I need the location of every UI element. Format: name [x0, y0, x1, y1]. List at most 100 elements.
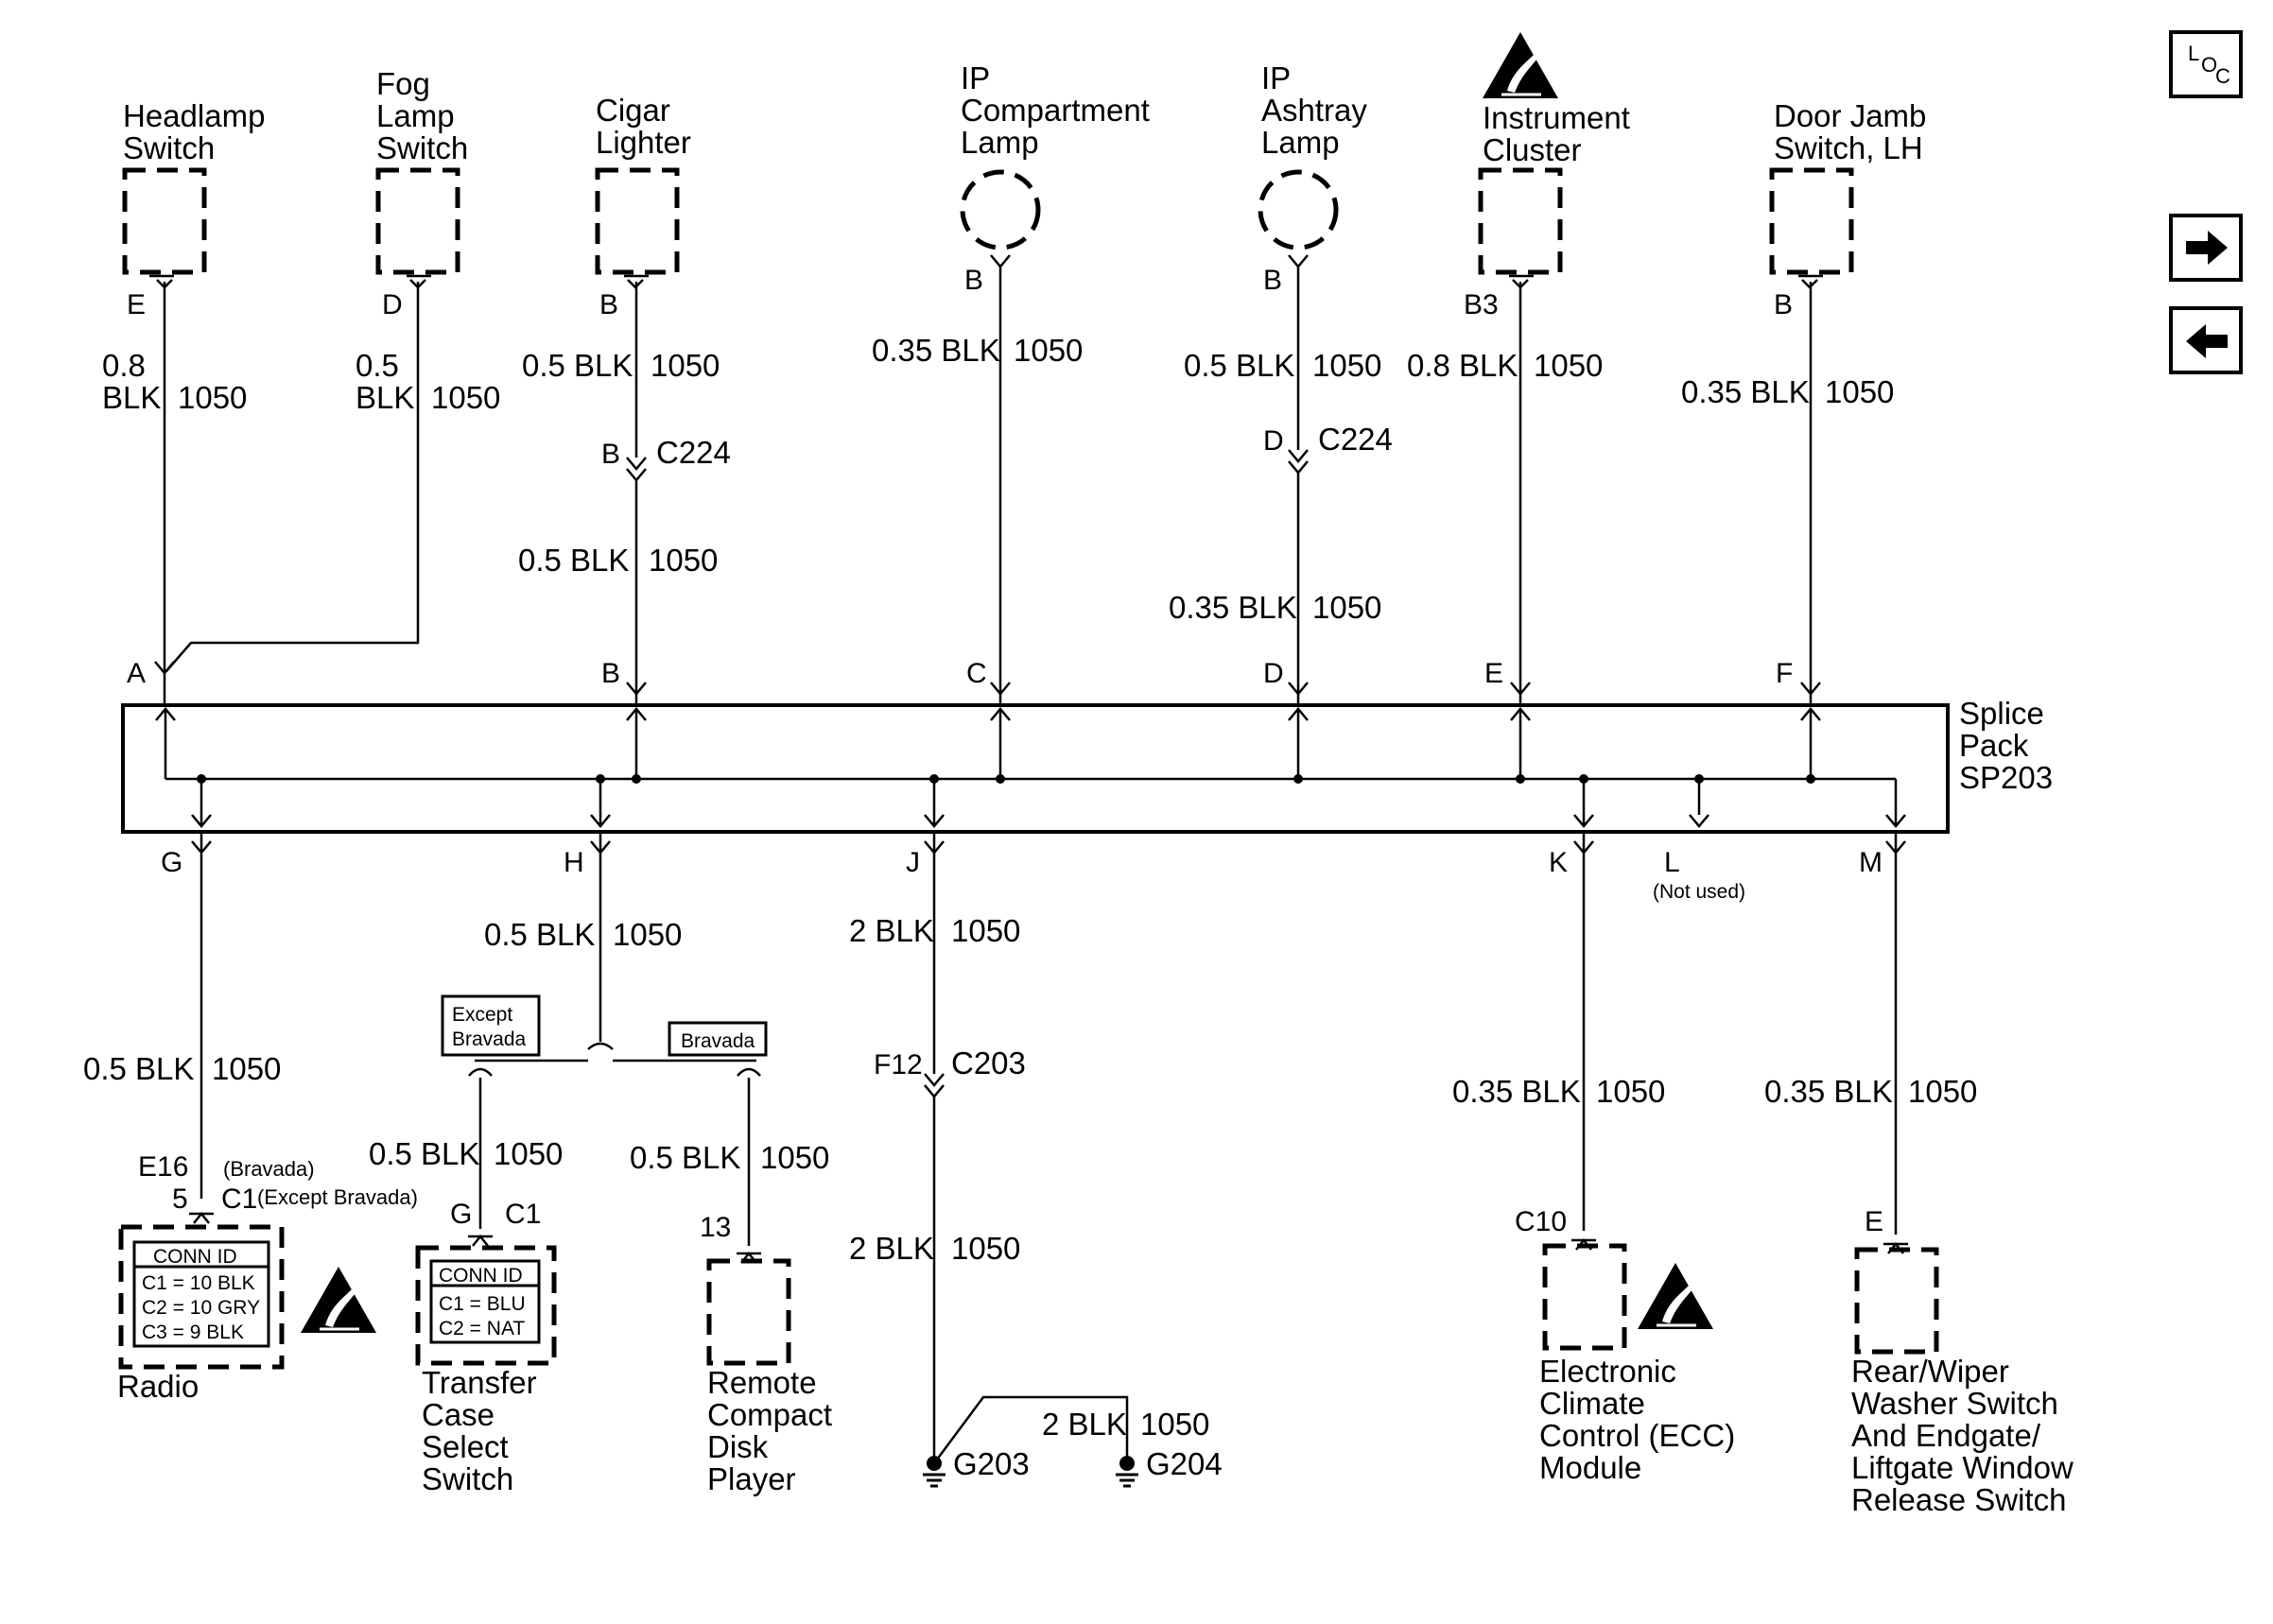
component-name: Compartment [961, 93, 1150, 128]
conn-id-row: C1 = BLU [439, 1293, 526, 1315]
headlamp-switch-component [122, 167, 207, 275]
cigar-lighter-circuit: Cigar Lighter B 0.5 BLK 1050 B C224 0.5 … [518, 93, 731, 705]
wire-spec: 0.35 BLK [1764, 1074, 1893, 1109]
splice-label-2: Pack [1959, 728, 2029, 763]
loc-letter-o: O [2201, 53, 2217, 77]
component-name: Liftgate Window [1851, 1450, 2073, 1485]
instrument-cluster-circuit: Instrument Cluster B3 0.8 BLK 1050 E [1407, 30, 1630, 705]
splice-pin: M [1859, 847, 1883, 878]
ip-compartment-lamp-circuit: IP Compartment Lamp B 0.35 BLK 1050 C [872, 60, 1150, 705]
splice-pin: D [1263, 658, 1284, 689]
connector-id: C203 [951, 1045, 1026, 1080]
terminal-pin: D [382, 289, 403, 320]
component-name: Switch, LH [1774, 130, 1923, 165]
prev-arrow-button[interactable] [2169, 306, 2243, 374]
circuit-number: 1050 [1825, 374, 1894, 409]
splice-pin: C [966, 658, 987, 689]
right-arrow-icon [2186, 231, 2228, 265]
door-jamb-switch-component [1769, 167, 1854, 275]
circuit-number: 1050 [651, 348, 720, 383]
circuit-number: 1050 [178, 380, 247, 415]
circuit-number: 1050 [613, 917, 682, 952]
terminal-note: (Bravada) [223, 1157, 315, 1181]
circuit-number: 1050 [1908, 1074, 1977, 1109]
conn-id-title: CONN ID [153, 1246, 237, 1268]
component-name: Case [422, 1397, 495, 1432]
component-name: Electronic [1539, 1354, 1676, 1389]
component-name: Lamp [961, 125, 1039, 160]
wire-color: BLK [356, 380, 414, 415]
component-name: Switch [422, 1461, 513, 1496]
conn-id-title: CONN ID [439, 1265, 523, 1287]
splice-pin: G [161, 847, 182, 878]
wire-spec: 0.5 BLK [522, 348, 633, 383]
conn-id-row: C3 = 9 BLK [142, 1322, 244, 1343]
component-name: Control (ECC) [1539, 1418, 1735, 1453]
circuit-number: 1050 [951, 913, 1020, 948]
component-name: IP [961, 60, 990, 95]
circuit-number: 1050 [494, 1136, 563, 1171]
circuit-number: 1050 [1312, 348, 1381, 383]
next-arrow-button[interactable] [2169, 214, 2243, 282]
ground-id: G204 [1146, 1446, 1223, 1481]
component-name: Switch [123, 130, 215, 165]
wire-spec: 0.5 BLK [369, 1136, 479, 1171]
splice-pin: F [1776, 658, 1793, 689]
splice-pin: E [1484, 658, 1503, 689]
wire-spec: 0.5 BLK [518, 543, 629, 578]
instrument-cluster-component [1478, 167, 1563, 275]
headlamp-switch-circuit: Headlamp Switch E 0.8 BLK 1050 A [102, 98, 265, 705]
terminal-pin: G [450, 1199, 472, 1230]
loc-letter-l: L [2188, 42, 2199, 65]
terminal-pin: 13 [700, 1212, 731, 1243]
door-jamb-switch-circuit: Door Jamb Switch, LH B 0.35 BLK 1050 F [1681, 98, 1926, 705]
circuit-number: 1050 [649, 543, 718, 578]
cigar-lighter-component [595, 167, 680, 275]
component-name: Transfer [422, 1365, 537, 1400]
ground-id: G203 [953, 1446, 1030, 1481]
component-name: Player [707, 1461, 796, 1496]
splice-pin: J [906, 847, 920, 878]
ground-icon [921, 1454, 947, 1488]
component-name: Select [422, 1429, 509, 1464]
connector-id: C224 [1318, 422, 1393, 457]
loc-button[interactable]: L O C [2169, 30, 2243, 98]
option-label: Bravada [452, 1028, 527, 1050]
component-name: Disk [707, 1429, 769, 1464]
component-name: Lighter [596, 125, 691, 160]
wire-spec: 0.5 BLK [83, 1051, 194, 1086]
ground-circuit: J 2 BLK 1050 F12 C203 2 BLK 1050 2 BLK 1… [849, 832, 1223, 1488]
connector-pin: B [601, 439, 620, 470]
circuit-number: 1050 [212, 1051, 281, 1086]
wire-spec: 0.35 BLK [1169, 590, 1297, 625]
wire-spec: 0.5 BLK [630, 1140, 740, 1175]
left-arrow-icon [2186, 324, 2228, 358]
circuit-number: 1050 [760, 1140, 829, 1175]
wire-spec: 2 BLK [849, 1231, 934, 1266]
circuit-number: 1050 [1312, 590, 1381, 625]
option-label: Bravada [681, 1030, 755, 1052]
remote-cd-player-component [706, 1258, 791, 1366]
pin-note: (Not used) [1653, 881, 1745, 903]
component-name: Washer Switch [1851, 1386, 2058, 1421]
conn-id-row: C2 = 10 GRY [142, 1297, 260, 1319]
circuit-number: 1050 [1140, 1407, 1209, 1442]
wire-gauge: 0.8 [102, 348, 146, 383]
splice-pin: K [1549, 847, 1568, 878]
terminal-pin: B [1263, 265, 1282, 296]
h-branch-circuit: H 0.5 BLK 1050 Except Bravada Bravada 0.… [369, 832, 832, 1496]
component-name: Lamp [1261, 125, 1340, 160]
splice-label-1: Splice [1959, 696, 2044, 731]
circuit-number: 1050 [1014, 333, 1083, 368]
splice-pin: H [564, 847, 584, 878]
terminal-pin: 5 [172, 1183, 188, 1215]
component-name: Instrument [1483, 100, 1630, 135]
component-name: Compact [707, 1397, 832, 1432]
component-name: Ashtray [1261, 93, 1367, 128]
connector-id: C1 [221, 1183, 257, 1215]
fog-lamp-switch-component [375, 167, 460, 275]
static-sensitive-icon [1481, 30, 1560, 100]
rear-wiper-switch-component [1854, 1247, 1939, 1355]
terminal-pin: B [1774, 289, 1793, 320]
component-name: Radio [117, 1369, 199, 1404]
